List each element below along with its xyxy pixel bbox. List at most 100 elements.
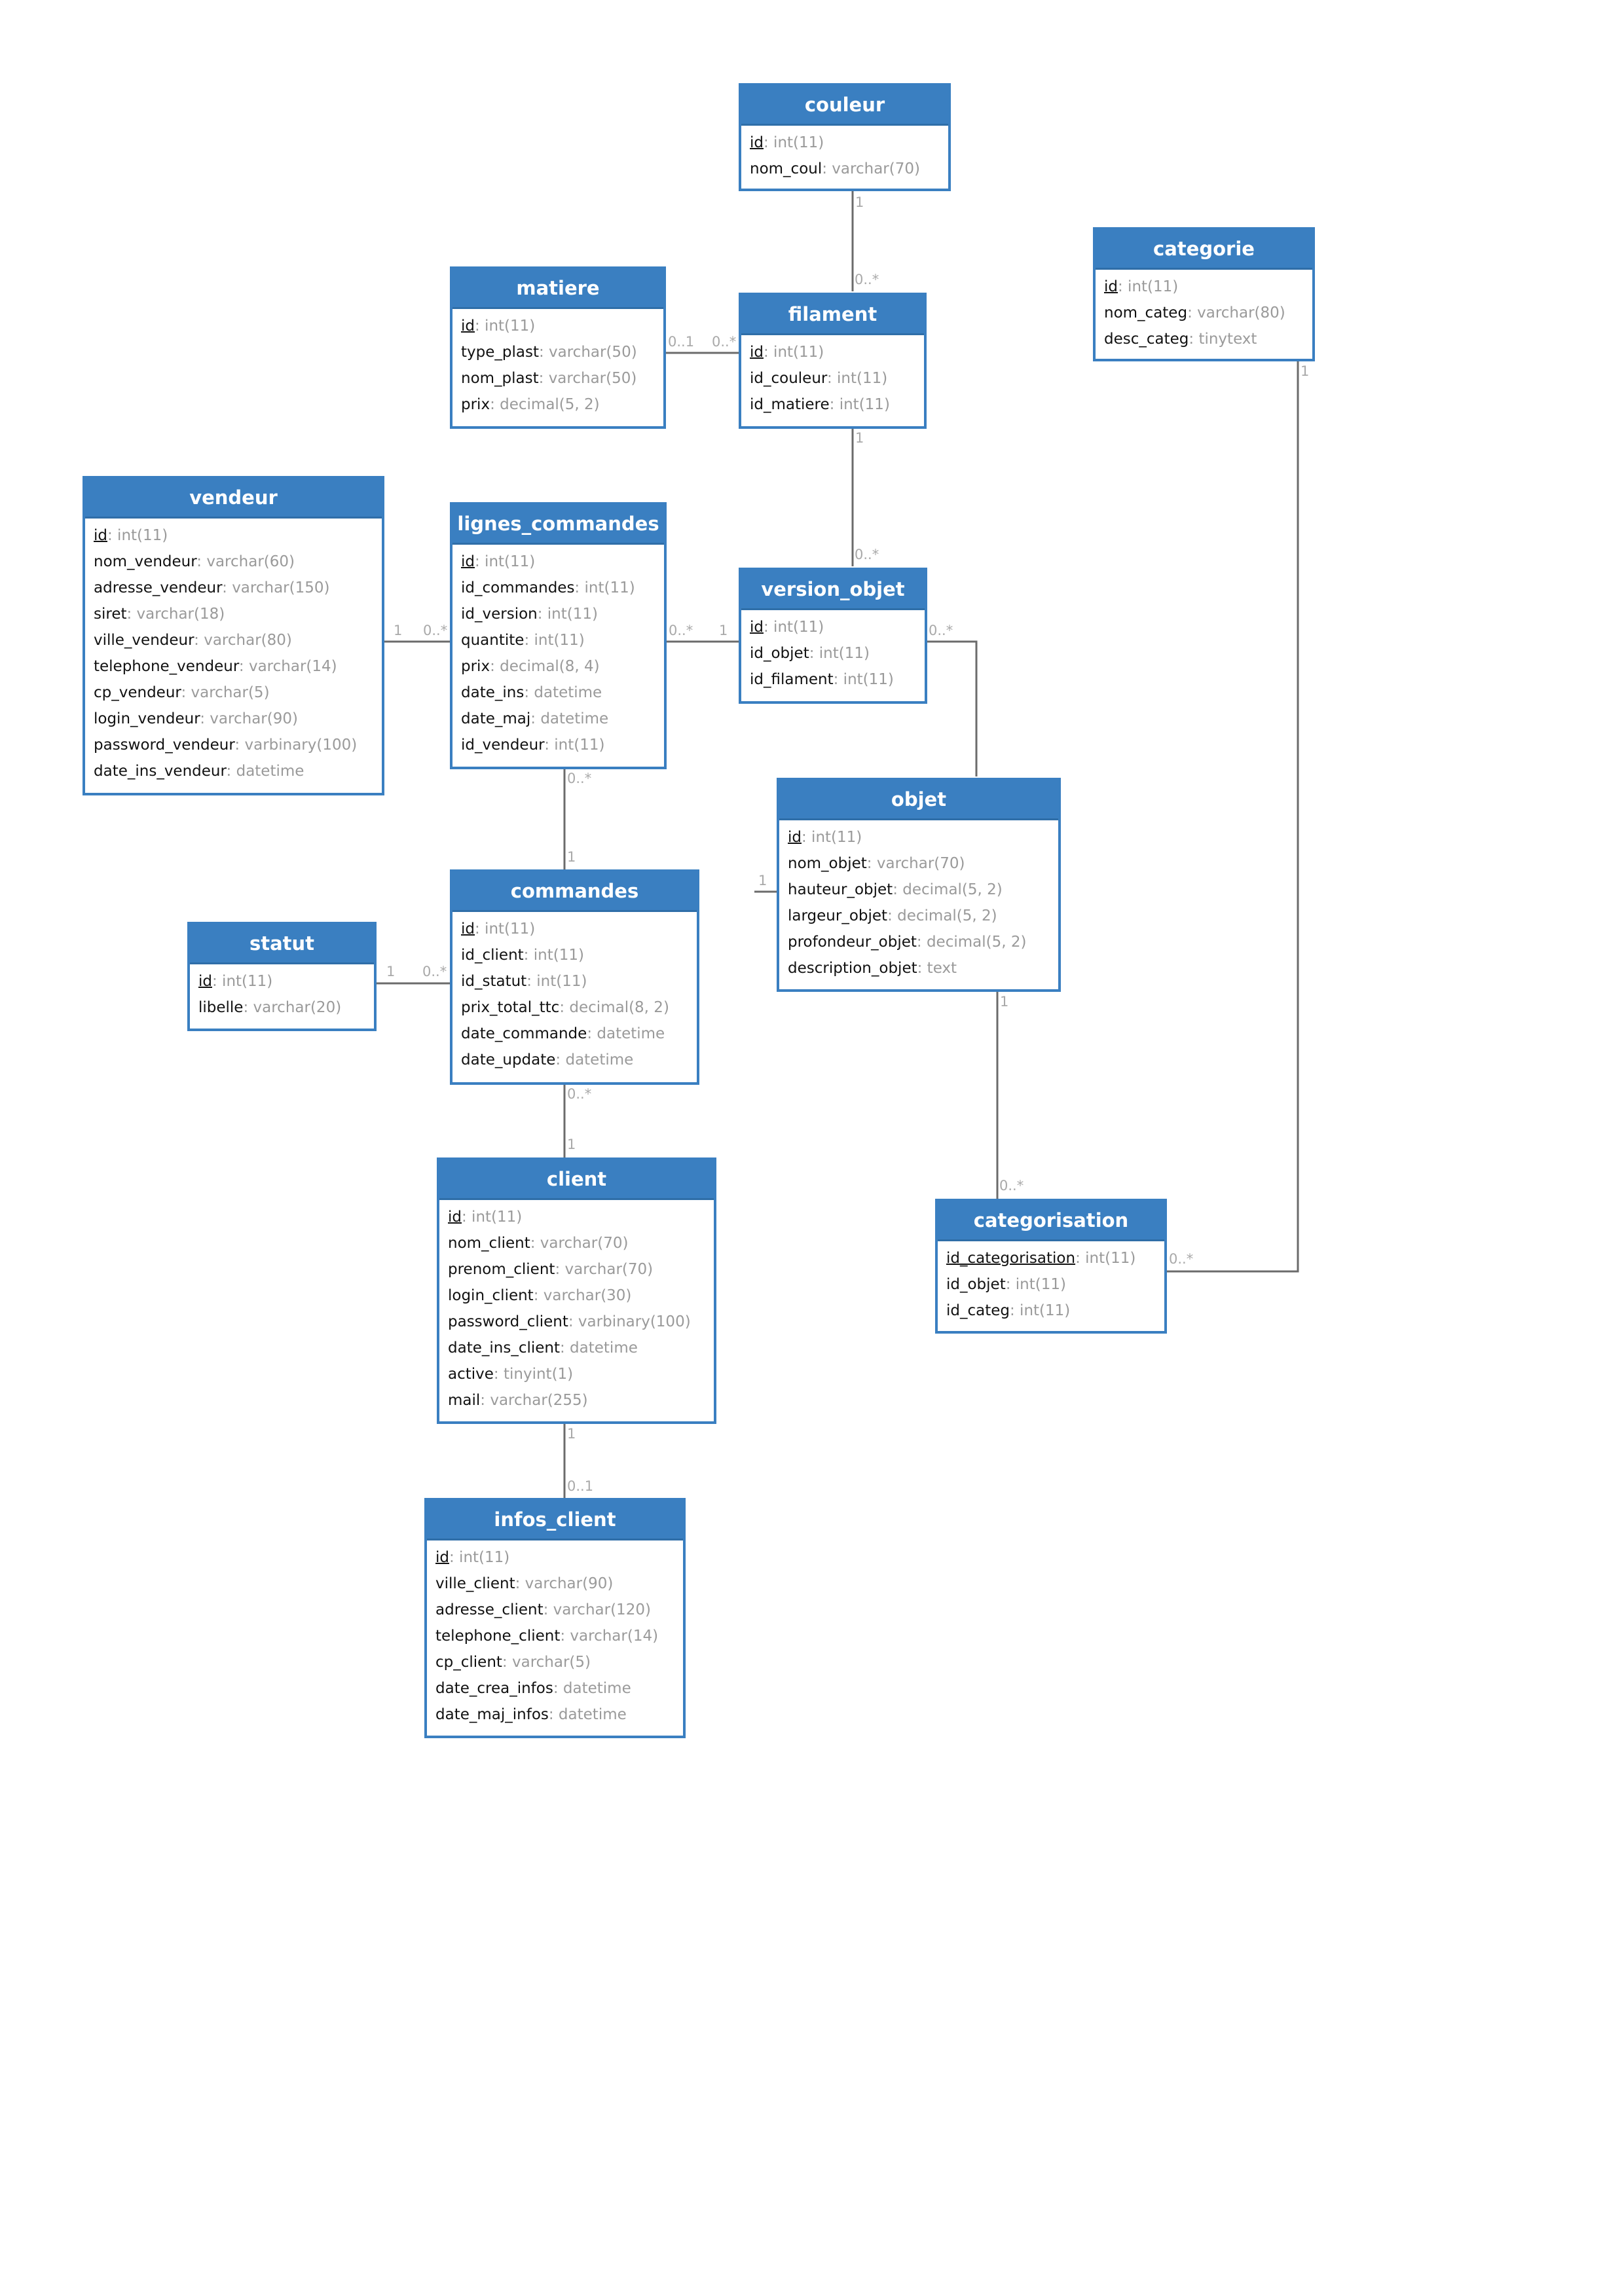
attribute-row[interactable]: telephone_vendeur: varchar(14) — [94, 653, 382, 680]
attribute-row[interactable]: id: int(11) — [198, 968, 374, 994]
attribute-type: : varchar(80) — [1187, 304, 1285, 321]
relation-categorie-categorisation — [1166, 360, 1299, 1273]
attribute-row[interactable]: prix: decimal(8, 4) — [461, 653, 664, 680]
attribute-row[interactable]: id_client: int(11) — [461, 942, 697, 968]
attribute-row[interactable]: id_version: int(11) — [461, 601, 664, 627]
attribute-row[interactable]: date_maj_infos: datetime — [435, 1702, 683, 1728]
attribute-type: : tinyint(1) — [493, 1366, 574, 1383]
attribute-row[interactable]: id_filament: int(11) — [750, 666, 925, 693]
attribute-row[interactable]: date_update: datetime — [461, 1047, 697, 1073]
attribute-row[interactable]: telephone_client: varchar(14) — [435, 1623, 683, 1649]
attribute-row[interactable]: quantite: int(11) — [461, 627, 664, 653]
attribute-row[interactable]: id_objet: int(11) — [946, 1271, 1164, 1298]
attribute-row[interactable]: largeur_objet: decimal(5, 2) — [788, 903, 1058, 929]
cardinality-filament-side: 0..* — [855, 272, 879, 287]
attribute-row[interactable]: prix_total_ttc: decimal(8, 2) — [461, 994, 697, 1021]
attribute-name: login_client — [448, 1287, 534, 1304]
attribute-row[interactable]: id: int(11) — [788, 824, 1058, 850]
attribute-row[interactable]: id: int(11) — [94, 522, 382, 549]
attribute-row[interactable]: active: tinyint(1) — [448, 1361, 714, 1387]
primary-key-name: id — [461, 318, 475, 335]
attribute-row[interactable]: date_crea_infos: datetime — [435, 1675, 683, 1702]
attribute-type: : decimal(8, 2) — [559, 999, 669, 1016]
attribute-row[interactable]: desc_categ: tinytext — [1104, 326, 1312, 352]
attribute-name: id_client — [461, 947, 524, 964]
cardinality-commandes-side: 1 — [567, 849, 576, 865]
attribute-row[interactable]: description_objet: text — [788, 955, 1058, 981]
attribute-row[interactable]: nom_categ: varchar(80) — [1104, 300, 1312, 326]
attribute-type: : int(11) — [107, 527, 168, 544]
attribute-row[interactable]: id_statut: int(11) — [461, 968, 697, 994]
attribute-row[interactable]: adresse_client: varchar(120) — [435, 1597, 683, 1623]
attribute-type: : int(11) — [212, 973, 273, 990]
attribute-row[interactable]: mail: varchar(255) — [448, 1387, 714, 1413]
attribute-row[interactable]: id: int(11) — [461, 916, 697, 942]
entity-title-vendeur: vendeur — [85, 479, 382, 519]
attribute-row[interactable]: libelle: varchar(20) — [198, 994, 374, 1021]
attribute-row[interactable]: adresse_vendeur: varchar(150) — [94, 575, 382, 601]
entity-attributes-vendeur: id: int(11)nom_vendeur: varchar(60)adres… — [85, 519, 382, 792]
attribute-name: login_vendeur — [94, 710, 200, 727]
attribute-row[interactable]: login_client: varchar(30) — [448, 1283, 714, 1309]
attribute-row[interactable]: id_vendeur: int(11) — [461, 732, 664, 758]
attribute-name: id_version — [461, 606, 538, 623]
attribute-row[interactable]: nom_coul: varchar(70) — [750, 156, 948, 182]
attribute-row[interactable]: id: int(11) — [435, 1544, 683, 1571]
attribute-row[interactable]: ville_client: varchar(90) — [435, 1571, 683, 1597]
attribute-name: nom_objet — [788, 855, 867, 872]
attribute-row[interactable]: nom_client: varchar(70) — [448, 1230, 714, 1256]
attribute-row[interactable]: cp_client: varchar(5) — [435, 1649, 683, 1675]
attribute-row[interactable]: hauteur_objet: decimal(5, 2) — [788, 877, 1058, 903]
attribute-row[interactable]: nom_objet: varchar(70) — [788, 850, 1058, 877]
attribute-row[interactable]: id: int(11) — [461, 313, 663, 339]
attribute-row[interactable]: id: int(11) — [750, 339, 924, 365]
attribute-row[interactable]: id: int(11) — [461, 549, 664, 575]
attribute-row[interactable]: prenom_client: varchar(70) — [448, 1256, 714, 1283]
attribute-row[interactable]: date_ins_client: datetime — [448, 1335, 714, 1361]
attribute-row[interactable]: password_vendeur: varbinary(100) — [94, 732, 382, 758]
attribute-row[interactable]: id_categ: int(11) — [946, 1298, 1164, 1324]
attribute-row[interactable]: id: int(11) — [1104, 274, 1312, 300]
attribute-row[interactable]: password_client: varbinary(100) — [448, 1309, 714, 1335]
attribute-type: : datetime — [226, 763, 304, 780]
attribute-row[interactable]: siret: varchar(18) — [94, 601, 382, 627]
attribute-row[interactable]: type_plast: varchar(50) — [461, 339, 663, 365]
attribute-row[interactable]: id_commandes: int(11) — [461, 575, 664, 601]
attribute-row[interactable]: cp_vendeur: varchar(5) — [94, 680, 382, 706]
attribute-row[interactable]: date_commande: datetime — [461, 1021, 697, 1047]
cardinality-commandes-side: 0..* — [422, 964, 447, 979]
attribute-row[interactable]: prix: decimal(5, 2) — [461, 392, 663, 418]
attribute-row[interactable]: date_ins_vendeur: datetime — [94, 758, 382, 784]
attribute-row[interactable]: id_objet: int(11) — [750, 640, 925, 666]
attribute-row[interactable]: id_categorisation: int(11) — [946, 1245, 1164, 1271]
attribute-row[interactable]: id_matiere: int(11) — [750, 392, 924, 418]
attribute-row[interactable]: id: int(11) — [750, 130, 948, 156]
attribute-row[interactable]: date_maj: datetime — [461, 706, 664, 732]
attribute-row[interactable]: profondeur_objet: decimal(5, 2) — [788, 929, 1058, 955]
attribute-row[interactable]: id_couleur: int(11) — [750, 365, 924, 392]
attribute-row[interactable]: nom_plast: varchar(50) — [461, 365, 663, 392]
attribute-name: cp_client — [435, 1654, 502, 1671]
attribute-row[interactable]: date_ins: datetime — [461, 680, 664, 706]
attribute-type: : int(11) — [829, 396, 890, 413]
attribute-row[interactable]: login_vendeur: varchar(90) — [94, 706, 382, 732]
attribute-row[interactable]: id: int(11) — [448, 1204, 714, 1230]
attribute-row[interactable]: nom_vendeur: varchar(60) — [94, 549, 382, 575]
attribute-name: nom_categ — [1104, 304, 1188, 321]
attribute-row[interactable]: id: int(11) — [750, 614, 925, 640]
attribute-type: : int(11) — [802, 829, 862, 846]
attribute-row[interactable]: ville_vendeur: varchar(80) — [94, 627, 382, 653]
